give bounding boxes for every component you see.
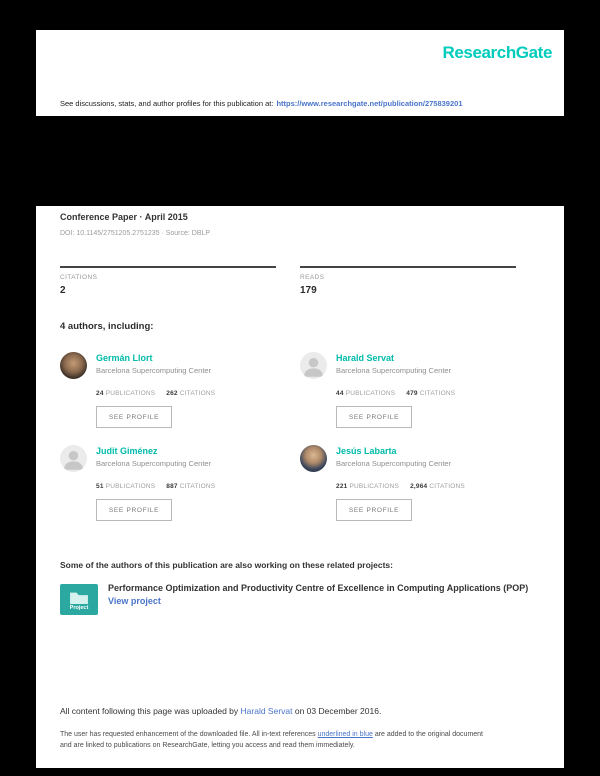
publications-count: 44 [336,390,344,397]
project-item: Project Performance Optimization and Pro… [60,582,540,615]
doi-line: DOI: 10.1145/2751205.2751235 · Source: D… [60,230,211,237]
enhancement-note: The user has requested enhancement of th… [60,730,538,751]
projects-heading: Some of the authors of this publication … [60,560,393,570]
author-card: Germán Llort Barcelona Supercomputing Ce… [60,352,276,434]
reads-divider [300,266,516,268]
citations-divider [60,266,276,268]
citations-label: CITATIONS [179,390,216,397]
author-name-link[interactable]: Judit Giménez [96,446,158,456]
project-title-text: Performance Optimization and Productivit… [108,583,529,593]
publication-link[interactable]: https://www.researchgate.net/publication… [276,99,463,108]
author-affiliation: Barcelona Supercomputing Center [336,366,452,375]
author-affiliation: Barcelona Supercomputing Center [96,459,212,468]
reads-label: READS [300,274,325,281]
publications-label: PUBLICATIONS [105,483,156,490]
upload-note-suffix: on 03 December 2016. [292,706,382,716]
publications-count: 51 [96,483,104,490]
author-stats: 221 PUBLICATIONS 2,964 CITATIONS [336,483,465,490]
author-stats: 44 PUBLICATIONS 479 CITATIONS [336,390,455,397]
publications-count: 24 [96,390,104,397]
author-name-link[interactable]: Harald Servat [336,353,395,363]
project-title: Performance Optimization and Productivit… [108,582,545,608]
see-profile-button[interactable]: SEE PROFILE [96,499,172,521]
redacted-title-block [36,116,564,206]
header-prefix-text: See discussions, stats, and author profi… [60,99,274,108]
author-avatar [300,352,327,379]
publications-label: PUBLICATIONS [105,390,156,397]
author-avatar [300,445,327,472]
see-profile-button[interactable]: SEE PROFILE [336,406,412,428]
folder-icon [70,592,88,604]
author-affiliation: Barcelona Supercomputing Center [96,366,212,375]
researchgate-logo: ResearchGate [442,43,552,62]
upload-note-prefix: All content following this page was uplo… [60,706,241,716]
author-card: Jesús Labarta Barcelona Supercomputing C… [300,445,516,527]
enhancement-note-line1: The user has requested enhancement of th… [60,730,538,741]
author-stats: 24 PUBLICATIONS 262 CITATIONS [96,390,215,397]
citations-label: CITATIONS [429,483,465,490]
reads-value: 179 [300,285,317,296]
see-profile-button[interactable]: SEE PROFILE [96,406,172,428]
citations-count: 479 [406,390,418,397]
upload-note: All content following this page was uplo… [60,706,381,716]
author-avatar [60,445,87,472]
author-card: Harald Servat Barcelona Supercomputing C… [300,352,516,434]
underlined-in-blue-text: underlined in blue [317,731,373,738]
author-stats: 51 PUBLICATIONS 887 CITATIONS [96,483,215,490]
person-silhouette-icon [303,357,324,377]
view-project-link[interactable]: View project [108,596,161,606]
publications-label: PUBLICATIONS [345,390,396,397]
citations-label: CITATIONS [419,390,456,397]
citations-value: 2 [60,285,66,296]
see-profile-button[interactable]: SEE PROFILE [336,499,412,521]
author-affiliation: Barcelona Supercomputing Center [336,459,452,468]
citations-count: 887 [166,483,178,490]
citations-label: CITATIONS [60,274,98,281]
publications-count: 221 [336,483,348,490]
citations-label: CITATIONS [179,483,216,490]
project-folder-icon: Project [60,584,98,615]
pdf-cover-page: ResearchGate See discussions, stats, and… [36,30,564,768]
note-text: are added to the original document [372,731,484,738]
citations-count: 2,964 [410,483,428,490]
project-icon-label: Project [69,604,89,611]
author-card: Judit Giménez Barcelona Supercomputing C… [60,445,276,527]
paper-type-line: Conference Paper · April 2015 [60,212,188,222]
author-avatar [60,352,87,379]
citations-count: 262 [166,390,178,397]
author-name-link[interactable]: Jesús Labarta [336,446,397,456]
header-line: See discussions, stats, and author profi… [60,99,463,108]
enhancement-note-line2: and are linked to publications on Resear… [60,741,355,749]
authors-heading: 4 authors, including: [60,321,154,332]
note-text: The user has requested enhancement of th… [60,731,318,738]
uploader-link[interactable]: Harald Servat [240,706,293,716]
author-name-link[interactable]: Germán Llort [96,353,153,363]
person-silhouette-icon [63,450,84,470]
publications-label: PUBLICATIONS [349,483,400,490]
